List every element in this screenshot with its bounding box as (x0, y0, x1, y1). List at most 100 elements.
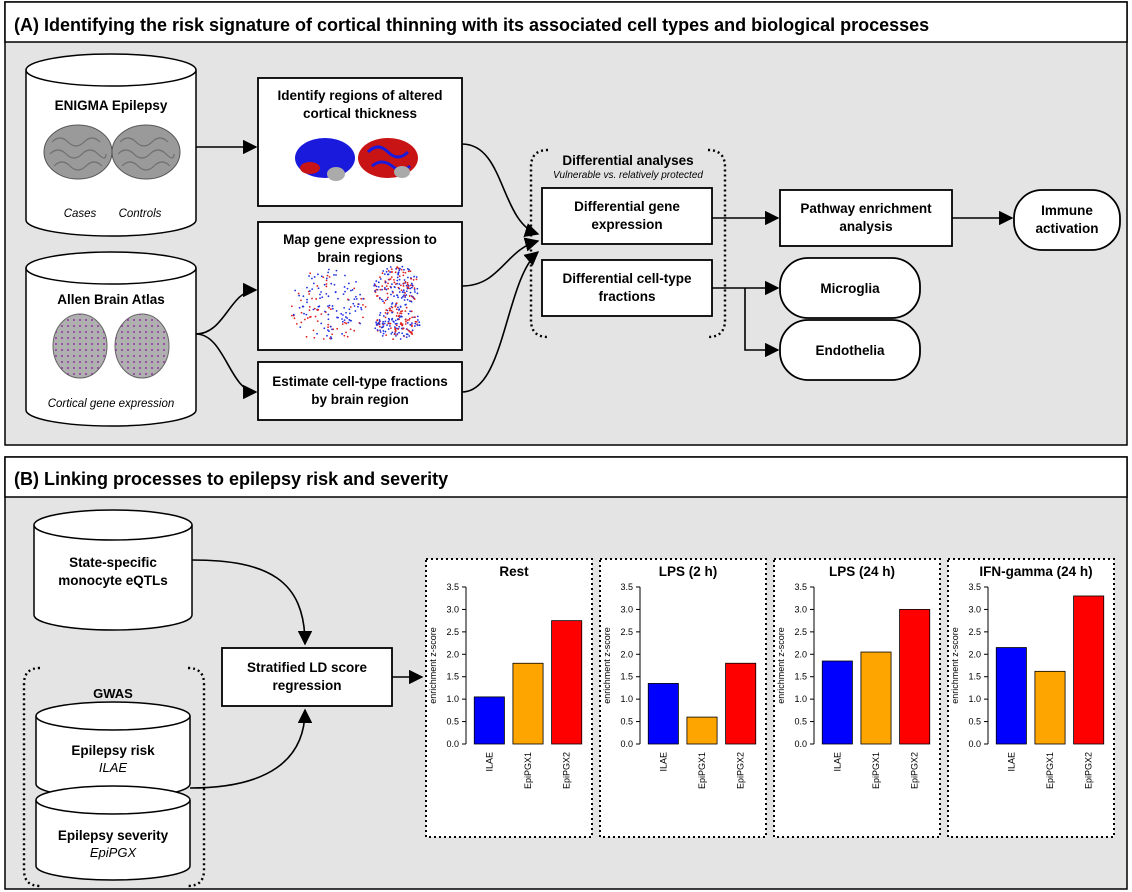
expression-dot (389, 309, 391, 312)
expression-dot (345, 331, 347, 334)
expression-dot (397, 306, 399, 309)
expression-dot (378, 323, 381, 326)
expression-dot (390, 327, 392, 330)
expression-dot (327, 295, 330, 298)
expression-dot (400, 297, 403, 299)
expression-dot (416, 319, 419, 321)
expression-dot (402, 334, 405, 337)
expression-dot (345, 311, 347, 314)
expression-dot (405, 333, 408, 336)
expression-dot (377, 322, 380, 325)
expression-dot (395, 324, 398, 327)
expression-dot (387, 320, 390, 323)
expression-dot (416, 287, 419, 290)
expression-dot (406, 319, 409, 322)
expression-dot (390, 332, 393, 335)
expression-dot (388, 307, 391, 310)
box-pathway-enrichment: Pathway enrichment analysis (779, 189, 953, 247)
expression-dot (398, 331, 400, 334)
expression-dot (327, 305, 329, 308)
expression-dot (408, 268, 410, 271)
expression-dot (395, 315, 398, 317)
chart-title: LPS (2 h) (659, 564, 718, 579)
enigma-database: ENIGMA Epilepsy Cases Controls (25, 53, 197, 237)
expression-dot (414, 325, 416, 327)
expression-dot (327, 329, 329, 331)
expression-dot (396, 312, 399, 314)
expression-dot (393, 278, 395, 281)
chart-title: LPS (24 h) (829, 564, 895, 579)
diff-cell-line1: Differential cell-type (562, 271, 692, 286)
expression-dot (375, 321, 377, 324)
chart-title: Rest (499, 564, 529, 579)
expression-dot (346, 317, 349, 319)
expression-dot (316, 320, 319, 323)
expression-dot (306, 298, 309, 301)
risk-subtitle: ILAE (99, 760, 128, 775)
expression-dot (391, 302, 394, 304)
expression-dot (391, 306, 394, 309)
y-axis-label: enrichment z-score (602, 627, 612, 704)
brain-image-allen-left (52, 313, 108, 379)
expression-dot (310, 277, 313, 280)
expression-dot (348, 308, 351, 311)
expression-dot (385, 334, 388, 337)
epilepsy-risk-database: Epilepsy risk ILAE (35, 701, 191, 799)
pathway-line2: analysis (839, 219, 892, 234)
expression-dot (412, 278, 415, 281)
expression-dot (327, 313, 330, 316)
y-tick-label: 3.0 (794, 604, 807, 614)
y-tick-label: 2.0 (446, 649, 459, 659)
box-diff-cell: Differential cell-type fractions (541, 259, 713, 317)
expression-dot (381, 272, 384, 275)
expression-dot (320, 322, 323, 325)
expression-dot (391, 311, 393, 314)
expression-dot (347, 282, 350, 285)
expression-dot (316, 332, 318, 335)
expression-dot (386, 324, 388, 327)
expression-dot (407, 276, 409, 279)
expression-dot (373, 284, 376, 287)
x-tick-label: EpiPGX2 (736, 752, 746, 789)
expression-dot (375, 280, 378, 282)
expression-dot (316, 273, 319, 276)
arrow-diffcell-to-endothelia (744, 288, 780, 358)
expression-dot (334, 291, 337, 293)
enigma-title: ENIGMA Epilepsy (55, 98, 168, 113)
arrow-thickness-to-diff (461, 143, 540, 237)
expression-dot (385, 270, 388, 273)
immune-line1: Immune (1041, 203, 1093, 218)
expression-dot (377, 285, 380, 288)
expression-dot (383, 322, 386, 325)
expression-dot (295, 322, 298, 325)
expression-dot (378, 318, 381, 321)
expression-dot (343, 334, 346, 337)
expression-dot (354, 295, 357, 298)
expression-dot (384, 299, 387, 302)
expression-dot (362, 303, 364, 306)
box-map-expression: Map gene expression to brain regions (257, 221, 463, 351)
eqtl-line2: monocyte eQTLs (58, 573, 168, 588)
expression-dot (397, 315, 400, 318)
expression-dot (300, 311, 303, 314)
expression-dot (407, 270, 410, 273)
expression-dot (341, 332, 343, 335)
expression-dot (398, 291, 401, 293)
bar (551, 620, 583, 745)
expression-dot (344, 290, 346, 293)
expression-dot (418, 324, 421, 327)
expression-dot (413, 288, 416, 291)
expression-dot (330, 282, 333, 285)
expression-dot (399, 284, 402, 287)
y-tick-label: 3.5 (968, 582, 981, 592)
x-tick-label: EpiPGX1 (1045, 752, 1055, 789)
expression-dot (379, 288, 382, 291)
expression-dot (380, 326, 383, 329)
thickness-line2: cortical thickness (303, 106, 417, 121)
expression-dot (312, 282, 315, 285)
bar (995, 647, 1027, 745)
chart-title: IFN-gamma (24 h) (979, 564, 1092, 579)
expression-dot (411, 316, 414, 319)
expression-dot (409, 310, 412, 313)
expression-dot (389, 271, 392, 273)
